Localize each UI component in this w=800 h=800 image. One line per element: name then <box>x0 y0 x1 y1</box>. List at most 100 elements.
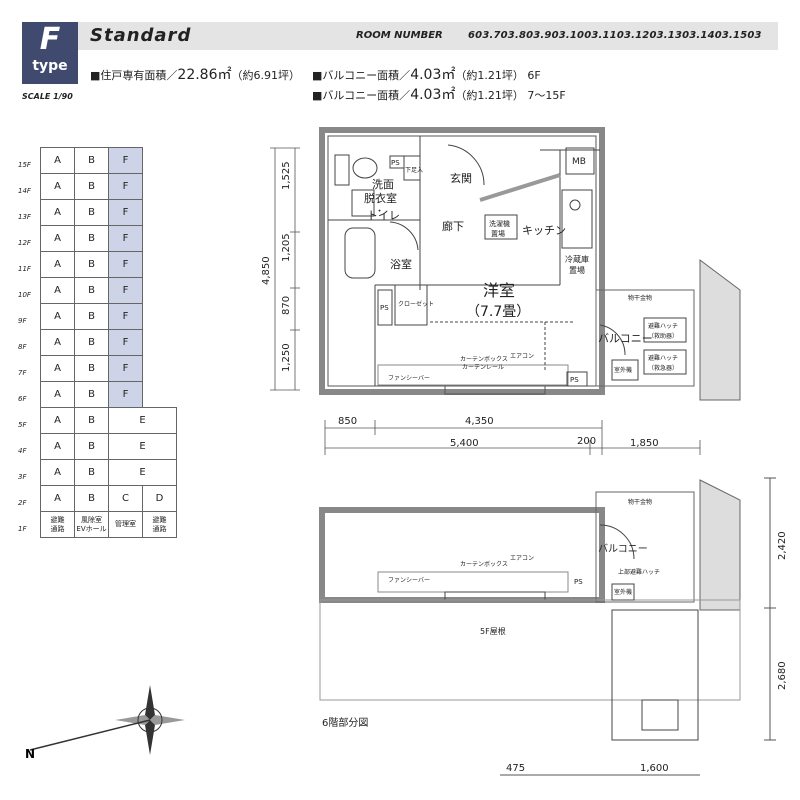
partial-hatch <box>641 699 679 731</box>
window-sill <box>377 364 569 386</box>
plan-title: Standard <box>90 25 192 46</box>
partial-adjacent-wall <box>699 479 741 611</box>
room-washer: 洗濯機 <box>489 219 510 228</box>
room-number-label: ROOM NUMBER <box>356 30 443 41</box>
compass-icon: N <box>25 685 185 761</box>
floor-label: 4F <box>18 447 27 455</box>
ps-box-2 <box>377 289 393 326</box>
area-label: ■バルコニー面積／ <box>312 89 411 102</box>
unit-outer-wall <box>319 127 605 395</box>
dim-left-2: 1,205 <box>281 233 292 262</box>
floor-cell: B <box>74 485 109 512</box>
room-toilet: トイレ <box>367 209 400 222</box>
dim-bottom-475: 475 <box>506 763 525 774</box>
floor-cell: 管理室 <box>108 511 143 538</box>
toilet-tank <box>334 154 350 186</box>
label-dry: 物干金物 <box>628 294 652 302</box>
room-entrance: 玄関 <box>450 171 472 185</box>
partial-aircon: エアコン <box>510 555 534 562</box>
floor-label: 8F <box>18 343 27 351</box>
label-outdoor: 室外機 <box>614 366 632 374</box>
area-paren: （約6.91坪） <box>231 69 301 82</box>
room-mb: MB <box>572 157 586 167</box>
room-ps-2: PS <box>380 304 389 312</box>
floor-label: 11F <box>18 265 31 273</box>
entrance-door-swing <box>447 144 485 186</box>
dim-bottom-200: 200 <box>577 436 596 447</box>
dim-right-2680: 2,680 <box>777 661 788 690</box>
lower-projection <box>611 609 699 741</box>
room-fridge-2: 置場 <box>569 265 585 275</box>
partial-upper-hatch: 上部避難ハッチ <box>618 568 660 576</box>
floor-cell: A <box>40 225 75 252</box>
label-curtain-rail: カーテンレール <box>462 364 504 371</box>
header-bar <box>78 22 778 50</box>
dim-left-4: 1,250 <box>281 343 292 372</box>
floor-cell: A <box>40 329 75 356</box>
floor-cell-highlight: F <box>108 355 143 382</box>
dim-bottom-4350: 4,350 <box>465 416 494 427</box>
room-fridge: 冷蔵庫 <box>565 254 589 264</box>
kitchen-counter <box>561 189 593 249</box>
floor-cell-highlight: F <box>108 329 143 356</box>
floor-cell: 避難通路 <box>142 511 177 538</box>
toilet-bowl <box>352 157 378 179</box>
room-dot: ・ <box>375 207 384 217</box>
type-letter: F <box>39 22 61 57</box>
floor-label: 14F <box>18 187 31 195</box>
area-value: 4.03㎡ <box>410 67 456 83</box>
area-line-balcony-7-15f: ■バルコニー面積／4.03㎡（約1.21坪） 7〜15F <box>312 84 566 104</box>
entrance-wall <box>479 173 561 202</box>
partial-balcony-label: バルコニー <box>598 543 648 555</box>
area-line-balcony-6f: ■バルコニー面積／4.03㎡（約1.21坪） 6F <box>312 64 541 84</box>
area-line-exclusive: ■住戸専有面積／22.86㎡（約6.91坪） <box>90 64 300 84</box>
floor-label: 15F <box>18 161 31 169</box>
dim-bottom-5400: 5,400 <box>450 438 479 449</box>
partial-ps: PS <box>574 578 583 586</box>
partial-ps-box <box>611 583 635 601</box>
dim-bottom-1850: 1,850 <box>630 438 659 449</box>
partial-balcony <box>595 491 695 603</box>
window-frame <box>444 385 546 395</box>
area-label: ■住戸専有面積／ <box>90 69 178 82</box>
escape-hatch-2 <box>643 349 687 375</box>
floor-cell: B <box>74 355 109 382</box>
floor-cell: B <box>74 407 109 434</box>
partial-outdoor: 室外機 <box>614 588 632 596</box>
geta-box <box>403 155 421 181</box>
label-fan: ファンシーバー <box>388 375 430 382</box>
floor-cell: A <box>40 407 75 434</box>
floor-cell-highlight: F <box>108 199 143 226</box>
partial-caption: 6階部分図 <box>322 716 368 729</box>
dim-bottom-1600: 1,600 <box>640 763 669 774</box>
balcony-outline <box>595 289 695 387</box>
partial-dry-label: 物干金物 <box>628 498 652 506</box>
label-hatch-d: （救急器） <box>648 364 678 372</box>
room-western: 洋室 <box>483 281 515 300</box>
floor-cell-highlight: F <box>108 225 143 252</box>
floor-cell-highlight: F <box>108 381 143 408</box>
floor-label: 10F <box>18 291 31 299</box>
label-hatch-c: 避難ハッチ <box>648 354 678 362</box>
bath-door-swing <box>389 221 419 251</box>
room-ps: PS <box>391 159 400 167</box>
closet-outline <box>394 284 428 326</box>
compass-north-label: N <box>25 747 35 761</box>
room-geta: 下足入 <box>405 167 423 174</box>
dimension-lines <box>270 147 701 455</box>
floor-label: 12F <box>18 239 31 247</box>
scale-label: SCALE 1/90 <box>22 92 73 101</box>
type-badge: F type <box>22 22 78 84</box>
bathtub <box>344 227 376 279</box>
room-closet: クローゼット <box>398 300 434 308</box>
room-hallway: 廊下 <box>442 219 464 233</box>
